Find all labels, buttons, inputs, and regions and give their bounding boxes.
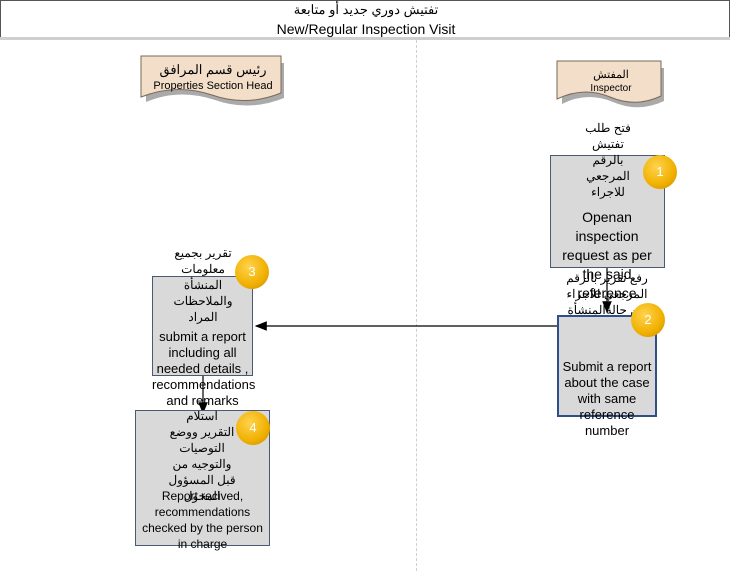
step-4-arabic: استلام التقرير ووضع التوصيات والتوجيه من… — [168, 409, 236, 503]
step-3-english: submit a report including all needed det… — [152, 329, 256, 408]
title-english: New/Regular Inspection Visit — [276, 21, 456, 37]
role-inspector-ar: المفتش — [593, 69, 629, 81]
role-section-head: رئيس قسم المرافق Properties Section Head — [140, 55, 286, 107]
step-1-english: Openan inspection request as per the sai… — [562, 209, 652, 301]
role-inspector: المفتش Inspector — [556, 60, 666, 108]
swimlane-divider — [416, 40, 417, 571]
step-3-badge: 3 — [235, 255, 269, 289]
step-1-badge: 1 — [643, 155, 677, 189]
title-underline — [0, 37, 730, 40]
step-2-badge: 2 — [631, 303, 665, 337]
title-box: تفتيش دوري جديد أو متابعة New/Regular In… — [0, 0, 730, 38]
step-2-english: Submit a report about the case with same… — [562, 359, 652, 438]
role-document-shape — [556, 60, 664, 108]
step-4-badge: 4 — [236, 411, 270, 445]
step-3-arabic: تقرير بجميع معلومات المنشأة والملاحظات ا… — [173, 246, 233, 324]
role-document-shape — [140, 55, 284, 106]
title-arabic: تفتيش دوري جديد أو متابعة — [293, 2, 439, 17]
role-inspector-en: Inspector — [590, 83, 632, 94]
step-1-arabic: فتح طلب تفتيش بالرقم المرجعي للاجراء — [585, 121, 631, 199]
role-section-head-en: Properties Section Head — [153, 80, 273, 92]
role-section-head-ar: رئيس قسم المرافق — [159, 62, 267, 77]
step-4-english: Report recived, recommendations checked … — [142, 489, 263, 551]
step-2-arabic: رفع تقرير بالرقم المرجعي للاجراء عن حالة… — [566, 271, 648, 317]
step-3-box — [152, 276, 253, 376]
